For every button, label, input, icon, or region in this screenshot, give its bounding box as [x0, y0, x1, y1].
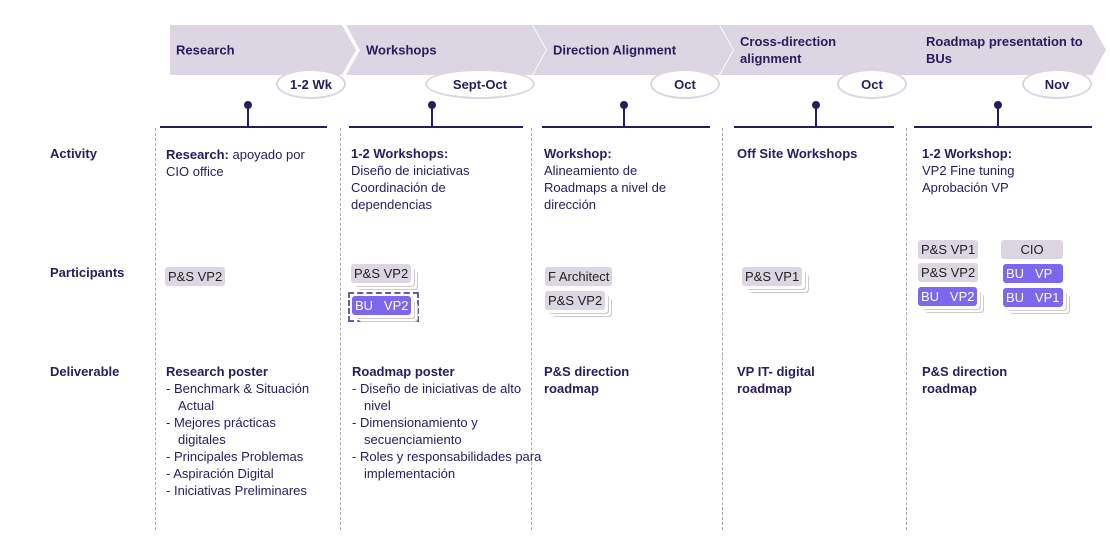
- deliverable-list: Benchmark & Situación Actual Mejores prá…: [166, 380, 326, 499]
- time-pill: 1-2 Wk: [276, 69, 346, 99]
- row-label-activity: Activity: [50, 146, 97, 161]
- milestone-dot: [812, 101, 820, 109]
- time-pill: Oct: [650, 69, 720, 99]
- phase-title: Research: [176, 42, 235, 58]
- participant-chip: BU VP1: [1003, 288, 1063, 307]
- deliverable-item: Roles y responsabilidades para implement…: [352, 448, 544, 482]
- milestone-dot: [620, 101, 628, 109]
- activity-workshops: 1-2 Workshops: Diseño de iniciativas Coor…: [351, 145, 501, 213]
- participants-direction: F Architect P&S VP2: [545, 267, 613, 315]
- deliverable-research: Research poster Benchmark & Situación Ac…: [166, 363, 326, 499]
- timeline-bar: [914, 126, 1092, 128]
- timeline-bar: [734, 126, 894, 128]
- milestone-stem: [431, 104, 433, 127]
- participant-chip: BU VP2: [918, 287, 978, 306]
- activity-cross: Off Site Workshops: [737, 145, 887, 162]
- timeline-bar: [160, 126, 327, 128]
- participants-workshops: P&S VP2 BU VP2: [348, 264, 420, 322]
- row-label-participants: Participants: [50, 265, 125, 280]
- phase-title: Roadmap presentation to BUs: [926, 34, 1083, 66]
- milestone-dot: [244, 101, 252, 109]
- activity-heading: Off Site Workshops: [737, 146, 858, 161]
- activity-research: Research: apoyado por CIO office: [166, 146, 316, 180]
- participant-chip: CIO: [1001, 240, 1063, 259]
- deliverable-title: P&S direction roadmap: [544, 364, 630, 396]
- deliverable-item: Aspiración Digital: [166, 465, 326, 482]
- activity-text: Diseño de iniciativas Coordinación de de…: [351, 163, 470, 212]
- deliverable-item: Benchmark & Situación Actual: [166, 380, 326, 414]
- activity-heading: Research:: [166, 147, 229, 162]
- participants-roadmap-left: P&S VP1 P&S VP2 BU VP2: [918, 240, 979, 311]
- phase-roadmap: Roadmap presentation to BUs: [906, 25, 1106, 75]
- time-pill: Oct: [837, 69, 907, 99]
- divider: [722, 128, 723, 530]
- activity-text: apoyado por CIO office: [166, 147, 305, 179]
- activity-heading: 1-2 Workshops:: [351, 146, 449, 161]
- activity-heading: 1-2 Workshop:: [922, 146, 1013, 161]
- milestone-stem: [247, 104, 249, 127]
- participant-chip: P&S VP1: [918, 240, 979, 259]
- phase-direction: Direction Alignment: [533, 25, 733, 75]
- deliverable-item: Iniciativas Preliminares: [166, 482, 326, 499]
- milestone-dot: [994, 101, 1002, 109]
- activity-direction: Workshop: Alineamiento de Roadmaps a nive…: [544, 145, 689, 213]
- deliverable-item: Dimensionamiento y secuenciamiento: [352, 414, 514, 448]
- phase-title: Direction Alignment: [553, 42, 677, 58]
- participant-chip: P&S VP2: [165, 267, 226, 286]
- deliverable-cross: VP IT- digital roadmap: [737, 363, 837, 397]
- participant-chip: F Architect: [545, 267, 613, 286]
- phase-research: Research: [170, 25, 356, 75]
- deliverable-roadmap: P&S direction roadmap: [922, 363, 1032, 397]
- milestone-stem: [997, 104, 999, 127]
- divider: [531, 128, 532, 530]
- participants-roadmap-right: CIO BU VP BU VP1: [1001, 240, 1063, 312]
- activity-text: Alineamiento de Roadmaps a nivel de dire…: [544, 163, 667, 212]
- deliverable-title: Roadmap poster: [352, 364, 455, 379]
- participant-chip: P&S VP1: [742, 267, 803, 286]
- deliverable-workshops: Roadmap poster Diseño de iniciativas de …: [352, 363, 541, 482]
- divider: [155, 128, 156, 530]
- milestone-stem: [623, 104, 625, 127]
- participants-research: P&S VP2: [165, 267, 226, 291]
- activity-text: VP2 Fine tuning Aprobación VP: [922, 163, 1015, 195]
- phase-cross: Cross-direction alignment: [720, 25, 920, 75]
- divider: [340, 128, 341, 530]
- phase-title: Workshops: [366, 42, 437, 58]
- deliverable-title: Research poster: [166, 364, 268, 379]
- divider: [906, 128, 907, 530]
- participant-chip: P&S VP2: [351, 264, 412, 283]
- phase-title: Cross-direction alignment: [740, 34, 837, 66]
- time-pill: Sept-Oct: [425, 69, 535, 99]
- deliverable-title: P&S direction roadmap: [922, 364, 1008, 396]
- participant-chip: BU VP2: [352, 296, 412, 315]
- deliverable-item: Principales Problemas: [166, 448, 326, 465]
- timeline-bar: [542, 126, 710, 128]
- participant-chip: P&S VP2: [545, 291, 606, 310]
- phase-workshops: Workshops: [346, 25, 546, 75]
- participant-chip: BU VP: [1003, 264, 1063, 283]
- participants-cross: P&S VP1: [742, 267, 803, 291]
- timeline-bar: [349, 126, 523, 128]
- deliverable-title: VP IT- digital roadmap: [737, 364, 815, 396]
- deliverable-list: Diseño de iniciativas de alto nivel Dime…: [352, 380, 541, 482]
- milestone-dot: [428, 101, 436, 109]
- row-label-deliverable: Deliverable: [50, 364, 120, 379]
- deliverable-direction: P&S direction roadmap: [544, 363, 654, 397]
- activity-heading: Workshop:: [544, 146, 612, 161]
- deliverable-item: Diseño de iniciativas de alto nivel: [352, 380, 529, 414]
- activity-roadmap: 1-2 Workshop: VP2 Fine tuning Aprobación …: [922, 145, 1042, 196]
- participant-chip: P&S VP2: [918, 263, 979, 282]
- time-pill: Nov: [1022, 69, 1092, 99]
- bu-group: BU VP2: [348, 292, 420, 322]
- milestone-stem: [815, 104, 817, 127]
- deliverable-item: Mejores prácticas digitales: [166, 414, 326, 448]
